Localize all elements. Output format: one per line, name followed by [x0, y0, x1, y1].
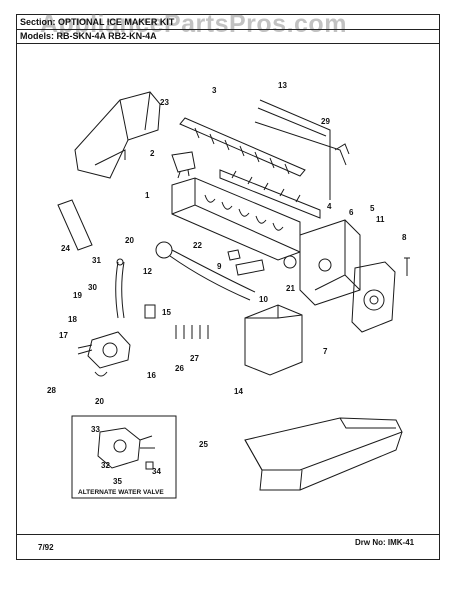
callout-label: 25 — [199, 440, 208, 449]
callout-label: 6 — [349, 208, 354, 217]
part-shutoff-wire — [254, 121, 350, 166]
callout-label: 22 — [193, 241, 202, 250]
callout-label: 26 — [175, 364, 184, 373]
part-fill-cup — [57, 199, 93, 251]
callout-label: 9 — [217, 262, 222, 271]
part-ejector — [179, 117, 306, 177]
callout-label: 24 — [61, 244, 70, 253]
callout-label: 15 — [162, 308, 171, 317]
part-cover-shroud — [74, 91, 161, 179]
part-insulation-block — [244, 304, 303, 376]
callout-label: 23 — [160, 98, 169, 107]
callout-label: 35 — [113, 477, 122, 486]
callout-label: 5 — [370, 204, 375, 213]
callout-label: 16 — [147, 371, 156, 380]
callout-label: 18 — [68, 315, 77, 324]
callout-label: 10 — [259, 295, 268, 304]
callout-label: 34 — [152, 467, 161, 476]
callout-label: 4 — [327, 202, 332, 211]
part-gear — [283, 255, 297, 269]
callout-label: 29 — [321, 117, 330, 126]
part-screws — [175, 325, 209, 339]
watermark: AppliancePartsPros.com — [40, 10, 347, 38]
callout-label: 27 — [190, 354, 199, 363]
callout-label: 2 — [150, 149, 155, 158]
callout-label: 14 — [234, 387, 243, 396]
callout-label: 33 — [91, 425, 100, 434]
part-stripper — [219, 169, 321, 219]
footer-date: 7/92 — [38, 543, 54, 552]
callout-label: 20 — [95, 397, 104, 406]
drawing-number: Drw No: IMK-41 — [355, 538, 415, 547]
part-thermostat — [171, 151, 196, 179]
part-lever — [235, 259, 265, 276]
callout-label: 1 — [145, 191, 150, 200]
part-water-valve — [77, 331, 131, 369]
part-control-housing — [299, 219, 361, 306]
callout-label: 13 — [278, 81, 287, 90]
footer-divider — [16, 534, 440, 535]
alternate-valve-label: ALTERNATE WATER VALVE — [78, 489, 164, 496]
section-title: Section: OPTIONAL ICE MAKER KIT — [20, 17, 175, 27]
header-divider — [16, 43, 440, 44]
part-clamp — [94, 371, 108, 377]
part-motor-cover — [351, 261, 396, 333]
callout-label: 31 — [92, 256, 101, 265]
callout-label: 3 — [212, 86, 217, 95]
part-inlet — [144, 304, 156, 319]
part-mold — [171, 177, 301, 261]
callout-label: 11 — [376, 215, 385, 224]
callout-label: 19 — [73, 291, 82, 300]
part-screw — [404, 257, 410, 276]
part-wire-harness — [155, 241, 256, 301]
callout-label: 28 — [47, 386, 56, 395]
drawing-frame — [16, 14, 440, 560]
header-divider — [16, 29, 440, 30]
callout-label: 17 — [59, 331, 68, 340]
part-fill-tube — [115, 258, 125, 319]
callout-label: 7 — [323, 347, 328, 356]
models-line: Models: RB-SKN-4A RB2-KN-4A — [20, 31, 157, 41]
part-shutoff-arm — [257, 99, 331, 200]
callout-label: 32 — [101, 461, 110, 470]
callout-label: 21 — [286, 284, 295, 293]
callout-label: 12 — [143, 267, 152, 276]
part-bearing — [227, 249, 241, 261]
alternate-valve-box — [71, 415, 177, 499]
callout-label: 8 — [402, 233, 407, 242]
callout-label: 20 — [125, 236, 134, 245]
part-ice-bin — [244, 417, 403, 491]
callout-label: 30 — [88, 283, 97, 292]
